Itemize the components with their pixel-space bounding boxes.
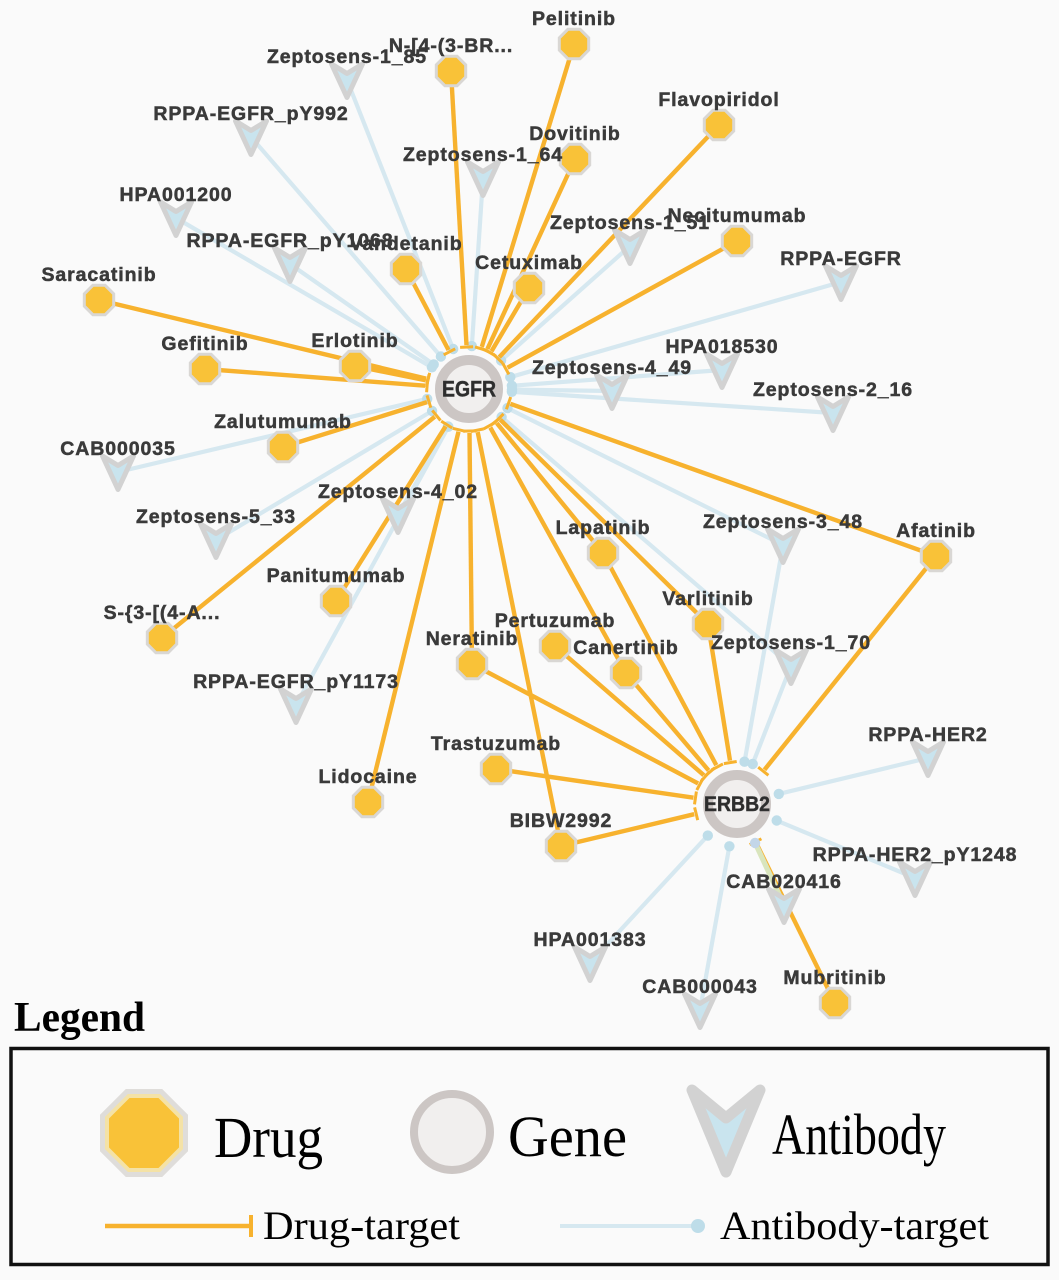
svg-text:RPPA-EGFR_pY992: RPPA-EGFR_pY992 (153, 103, 348, 125)
svg-text:Canertinib: Canertinib (573, 637, 678, 659)
svg-text:Erlotinib: Erlotinib (311, 330, 398, 352)
svg-text:Zeptosens-1_51: Zeptosens-1_51 (550, 212, 710, 234)
svg-text:S-{3-[(4-A...: S-{3-[(4-A... (104, 602, 221, 624)
svg-text:CAB020416: CAB020416 (726, 871, 841, 893)
svg-text:Zeptosens-1_64: Zeptosens-1_64 (403, 144, 563, 166)
svg-text:Drug-target: Drug-target (263, 1203, 460, 1248)
svg-text:Afatinib: Afatinib (896, 520, 976, 542)
svg-text:Antibody-target: Antibody-target (720, 1203, 989, 1248)
svg-text:Saracatinib: Saracatinib (41, 264, 156, 286)
svg-text:Pertuzumab: Pertuzumab (495, 610, 616, 632)
svg-text:Lidocaine: Lidocaine (318, 766, 417, 788)
svg-text:HPA018530: HPA018530 (666, 336, 779, 358)
svg-text:Zeptosens-3_48: Zeptosens-3_48 (703, 511, 863, 533)
svg-text:EGFR: EGFR (442, 377, 496, 402)
svg-text:RPPA-EGFR: RPPA-EGFR (780, 248, 902, 270)
svg-text:Neratinib: Neratinib (426, 628, 519, 650)
svg-text:Gene: Gene (508, 1104, 627, 1169)
svg-text:ERBB2: ERBB2 (704, 792, 770, 816)
svg-text:Zalutumumab: Zalutumumab (214, 411, 352, 433)
svg-text:Zeptosens-1_85: Zeptosens-1_85 (267, 46, 427, 68)
svg-text:Vandetanib: Vandetanib (349, 233, 462, 255)
svg-text:HPA001383: HPA001383 (534, 929, 647, 951)
svg-text:N-[4-(3-BR...: N-[4-(3-BR... (389, 35, 513, 57)
svg-text:RPPA-EGFR_pY1068: RPPA-EGFR_pY1068 (187, 230, 394, 252)
svg-text:Mubritinib: Mubritinib (783, 967, 886, 989)
svg-text:CAB000035: CAB000035 (60, 438, 175, 460)
svg-text:CAB000043: CAB000043 (642, 976, 757, 998)
svg-text:Zeptosens-2_16: Zeptosens-2_16 (753, 379, 913, 401)
svg-text:Antibody: Antibody (772, 1102, 946, 1167)
svg-text:Trastuzumab: Trastuzumab (431, 733, 561, 755)
svg-text:Zeptosens-4_02: Zeptosens-4_02 (318, 481, 478, 503)
svg-text:Zeptosens-1_70: Zeptosens-1_70 (711, 632, 871, 654)
svg-text:Flavopiridol: Flavopiridol (658, 89, 779, 111)
svg-text:BIBW2992: BIBW2992 (510, 810, 613, 832)
svg-text:Zeptosens-4_49: Zeptosens-4_49 (532, 357, 692, 379)
svg-text:Drug: Drug (214, 1105, 323, 1170)
svg-text:HPA001200: HPA001200 (120, 184, 233, 206)
svg-text:Necitumumab: Necitumumab (668, 205, 807, 227)
svg-text:Gefitinib: Gefitinib (161, 333, 248, 355)
svg-text:RPPA-HER2: RPPA-HER2 (868, 724, 987, 746)
svg-text:Panitumumab: Panitumumab (267, 565, 406, 587)
svg-text:Pelitinib: Pelitinib (532, 8, 616, 30)
svg-text:RPPA-HER2_pY1248: RPPA-HER2_pY1248 (813, 844, 1018, 866)
svg-text:RPPA-EGFR_pY1173: RPPA-EGFR_pY1173 (193, 671, 399, 693)
svg-text:Lapatinib: Lapatinib (556, 517, 651, 539)
svg-text:Dovitinib: Dovitinib (529, 123, 621, 145)
svg-text:Legend: Legend (14, 995, 145, 1041)
svg-text:Cetuximab: Cetuximab (475, 252, 583, 274)
svg-text:Zeptosens-5_33: Zeptosens-5_33 (136, 506, 296, 528)
svg-text:Varlitinib: Varlitinib (662, 588, 753, 610)
